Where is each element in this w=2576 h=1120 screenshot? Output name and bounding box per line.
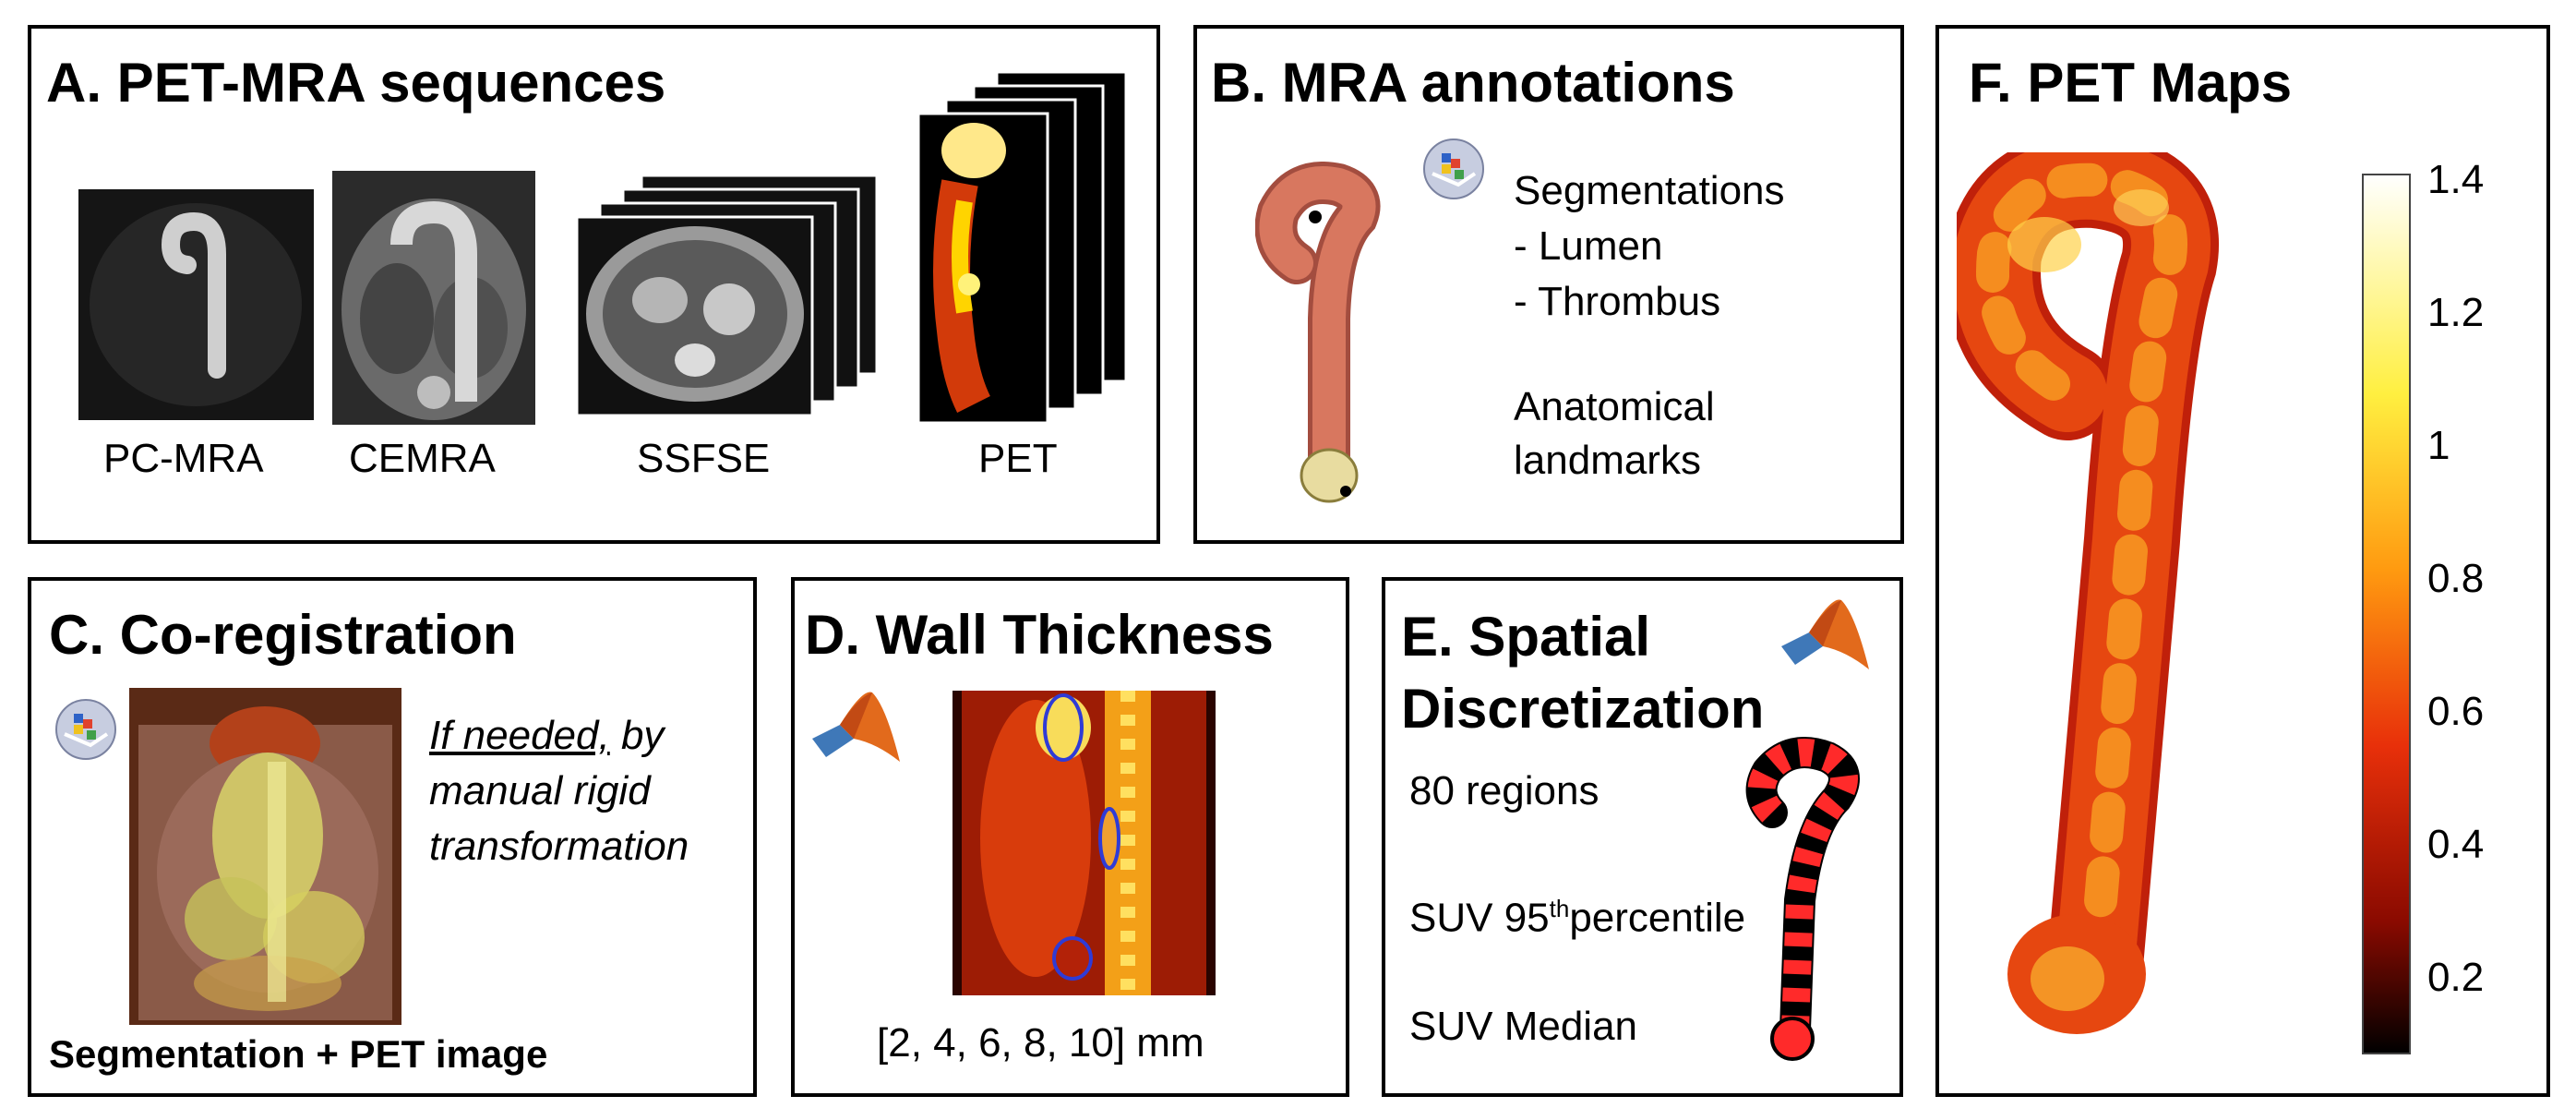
colorbar: [2361, 173, 2412, 1055]
ssfse-label: SSFSE: [637, 436, 771, 481]
coregistration-note-rest: by: [609, 713, 665, 758]
colorbar-tick-0-8: 0.8: [2427, 556, 2485, 601]
panel-b-title: B. MRA annotations: [1211, 52, 1735, 114]
coregistration-image: [129, 688, 401, 1025]
colorbar-tick-1-4: 1.4: [2427, 157, 2485, 202]
suv-median: SUV Median: [1409, 1004, 1638, 1049]
suv95-prefix: SUV 95: [1409, 895, 1550, 941]
coregistration-note-line2: manual rigid: [429, 768, 651, 813]
wall-thickness-pet-image: [953, 691, 1216, 995]
panel-c-title: C. Co-registration: [49, 604, 517, 666]
pc-mra-label: PC-MRA: [103, 436, 264, 481]
aorta-segmentation-model: [1255, 162, 1421, 503]
suv-95th-percentile: SUV 95thpercentile: [1409, 882, 1745, 945]
pet-aorta-map: [1957, 152, 2261, 1076]
coregistration-caption: Segmentation + PET image: [49, 1032, 548, 1076]
pet-label: PET: [978, 436, 1058, 481]
ssfse-image-stack: [577, 171, 877, 420]
panel-e-title-line1: E. Spatial: [1401, 606, 1651, 668]
cemra-image: [332, 171, 535, 425]
colorbar-tick-0-6: 0.6: [2427, 689, 2485, 734]
software-3d-slicer-icon: [54, 697, 118, 762]
panel-d-title: D. Wall Thickness: [805, 604, 1274, 666]
colorbar-tick-1: 1: [2427, 423, 2450, 468]
matlab-icon: [1777, 596, 1874, 679]
cemra-label: CEMRA: [349, 436, 496, 481]
suv95-suffix: percentile: [1569, 895, 1746, 941]
colorbar-tick-0-2: 0.2: [2427, 955, 2485, 1000]
anatomical-landmarks-line1: Anatomical: [1514, 384, 1715, 429]
segmentation-item-thrombus: - Thrombus: [1514, 279, 1721, 324]
colorbar-tick-0-4: 0.4: [2427, 822, 2485, 867]
colorbar-tick-1-2: 1.2: [2427, 290, 2485, 335]
panel-a-title: A. PET-MRA sequences: [46, 52, 666, 114]
regions-count: 80 regions: [1409, 768, 1600, 813]
pc-mra-image: [78, 189, 314, 420]
software-3d-slicer-icon: [1421, 137, 1486, 201]
segmentations-heading: Segmentations: [1514, 168, 1785, 213]
wall-thickness-caption: [2, 4, 6, 8, 10] mm: [877, 1020, 1204, 1066]
panel-f-title: F. PET Maps: [1969, 52, 2293, 114]
discretized-aorta-regions: [1735, 734, 1883, 1066]
coregistration-note-underlined: If needed,: [429, 713, 610, 758]
segmentation-item-lumen: - Lumen: [1514, 223, 1663, 269]
anatomical-landmarks-line2: landmarks: [1514, 438, 1701, 483]
panel-e-title-line2: Discretization: [1401, 678, 1765, 740]
suv95-superscript: th: [1549, 895, 1570, 922]
matlab-icon: [808, 688, 905, 771]
coregistration-note-line1: If needed, by: [429, 709, 664, 763]
pet-image-stack: [918, 72, 1126, 423]
coregistration-note-line3: transformation: [429, 824, 689, 869]
